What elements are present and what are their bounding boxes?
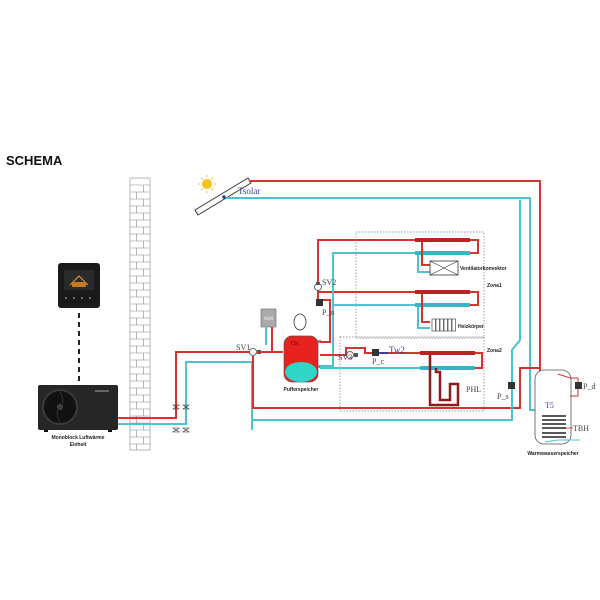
- p-o-label: P_o: [322, 308, 334, 317]
- expansion-vessel: [293, 313, 307, 331]
- buffer-tank: [283, 335, 321, 383]
- heat-pump-label: Monoblock Luftwärme: [51, 435, 104, 441]
- radiator-fin: [431, 318, 436, 332]
- zone2-box: [339, 336, 485, 412]
- zone2-manifold-return: [420, 366, 475, 370]
- buffer-label: Pufferspeicher: [283, 387, 318, 393]
- sun-icon: [198, 175, 216, 193]
- p-d-label: P_d: [583, 382, 595, 391]
- zone1-manifold-flow: [415, 238, 470, 242]
- sv3-valve: [346, 351, 358, 359]
- ahs-label: AHS: [263, 317, 273, 322]
- solar-flow-pipe: [249, 180, 541, 372]
- wall: [129, 177, 151, 451]
- fancoil-label: Ventilatorkonvektor: [460, 266, 507, 272]
- pump-p-d-icon: [575, 382, 582, 389]
- valves-primary: [172, 404, 190, 433]
- dhw-tank-label: Warmwasserspeicher: [527, 451, 578, 457]
- dhw-return-pipe: [252, 200, 521, 421]
- radiator-fin: [447, 318, 452, 332]
- tw2-sensor: [380, 352, 388, 354]
- sv2-label: SV2: [322, 278, 336, 287]
- tbh-label: TBH: [573, 424, 589, 433]
- radiator-fin: [451, 318, 456, 332]
- pump-p-c-icon: [372, 349, 379, 356]
- tsolar-label: Tsolar: [238, 186, 260, 196]
- fancoil-icon: [429, 260, 459, 276]
- sv3-label: SV3: [338, 353, 352, 362]
- heat-pump-label-2: Einheit: [70, 442, 87, 448]
- ahs-heater: [260, 308, 277, 328]
- radiator-fin: [435, 318, 440, 332]
- t5-label: T5: [545, 401, 554, 410]
- dhw-tank: [534, 369, 580, 445]
- tbt-label: Tbt: [290, 341, 299, 347]
- phl-label: PHL: [466, 385, 481, 394]
- p-c-label: P_c: [372, 357, 384, 366]
- solar-collector: [194, 177, 252, 216]
- controller-display: [58, 263, 100, 308]
- zone1-manifold-return: [415, 251, 470, 255]
- radiator-label: Heizkörper: [458, 324, 484, 330]
- dhw-flow-pipe: [252, 356, 540, 409]
- tw2-label: Tw2: [389, 345, 405, 355]
- zone1-manifold-return-2: [415, 303, 470, 307]
- zona2-label: Zona2: [487, 348, 502, 354]
- primary-flow-pipe: [118, 351, 250, 419]
- radiator-fin: [443, 318, 448, 332]
- zone1-flow-pipe: [317, 239, 470, 343]
- radiator-icon: [431, 318, 456, 332]
- zone1-box: [355, 231, 485, 339]
- pump-p-o-icon: [316, 299, 323, 306]
- zona1-label: Zona1: [487, 283, 502, 289]
- zone1-manifold-flow-2: [415, 290, 470, 294]
- sv1-label: SV1: [236, 343, 250, 352]
- sv2-valve: [314, 282, 322, 291]
- floor-heating-coil: [428, 355, 460, 407]
- heat-pump-unit: [38, 385, 118, 432]
- p-s-label: P_s: [497, 392, 509, 401]
- radiator-fin: [439, 318, 444, 332]
- zone2-manifold-flow: [420, 351, 475, 355]
- pump-p-s-icon: [508, 382, 515, 389]
- page-title: SCHEMA: [6, 153, 63, 168]
- zone1-return-pipe: [320, 252, 470, 367]
